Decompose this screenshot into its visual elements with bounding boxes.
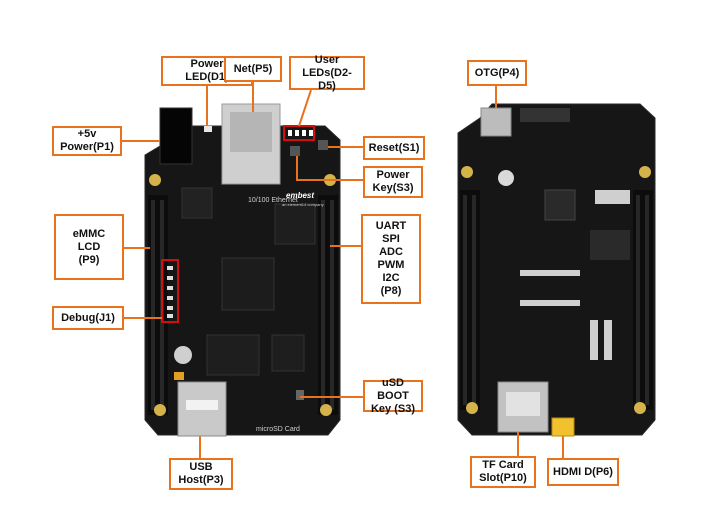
label-net: Net(P5) — [224, 56, 282, 82]
hdmi-port — [551, 417, 575, 437]
label-otg: OTG(P4) — [467, 60, 527, 86]
label-usb-host: USB Host(P3) — [169, 458, 233, 490]
mount-hole — [154, 404, 166, 416]
brand-sub-silk: an element14 company — [282, 202, 324, 207]
debug-highlight — [161, 259, 179, 323]
brand-silk: embest — [286, 191, 314, 200]
label-user-leds: User LEDs(D2-D5) — [289, 54, 365, 92]
power-key-part — [290, 146, 300, 156]
processor-chip — [221, 257, 275, 311]
mount-hole — [320, 404, 332, 416]
label-usd-boot: uSD BOOT Key (S3) — [363, 377, 423, 415]
callout-lines — [120, 80, 564, 460]
label-emmc-lcd: eMMC LCD (P9) — [54, 214, 124, 280]
reset-button-part — [318, 140, 328, 150]
label-plus5v-power: +5v Power(P1) — [52, 126, 122, 156]
ram-chip — [206, 334, 260, 376]
microsd-silk: microSD Card — [256, 426, 300, 433]
power-led — [204, 126, 212, 132]
label-power-key: Power Key(S3) — [363, 166, 423, 198]
emmc-chip — [274, 203, 316, 245]
front-board: 10/100 Ethernet embest an element14 comp… — [144, 103, 341, 437]
ethernet-silk: 10/100 Ethernet — [248, 197, 298, 204]
label-reset: Reset(S1) — [363, 136, 425, 160]
label-tf-card: TF Card Slot(P10) — [470, 456, 536, 488]
label-hdmi: HDMI D(P6) — [547, 458, 619, 486]
back-board — [457, 103, 656, 437]
mount-hole — [149, 174, 161, 186]
power-jack — [159, 107, 193, 165]
otg-port — [480, 107, 512, 137]
label-debug: Debug(J1) — [52, 306, 124, 330]
label-uart-group: UART SPI ADC PWM I2C (P8) — [361, 214, 421, 304]
usd-boot-key-part — [296, 390, 304, 400]
